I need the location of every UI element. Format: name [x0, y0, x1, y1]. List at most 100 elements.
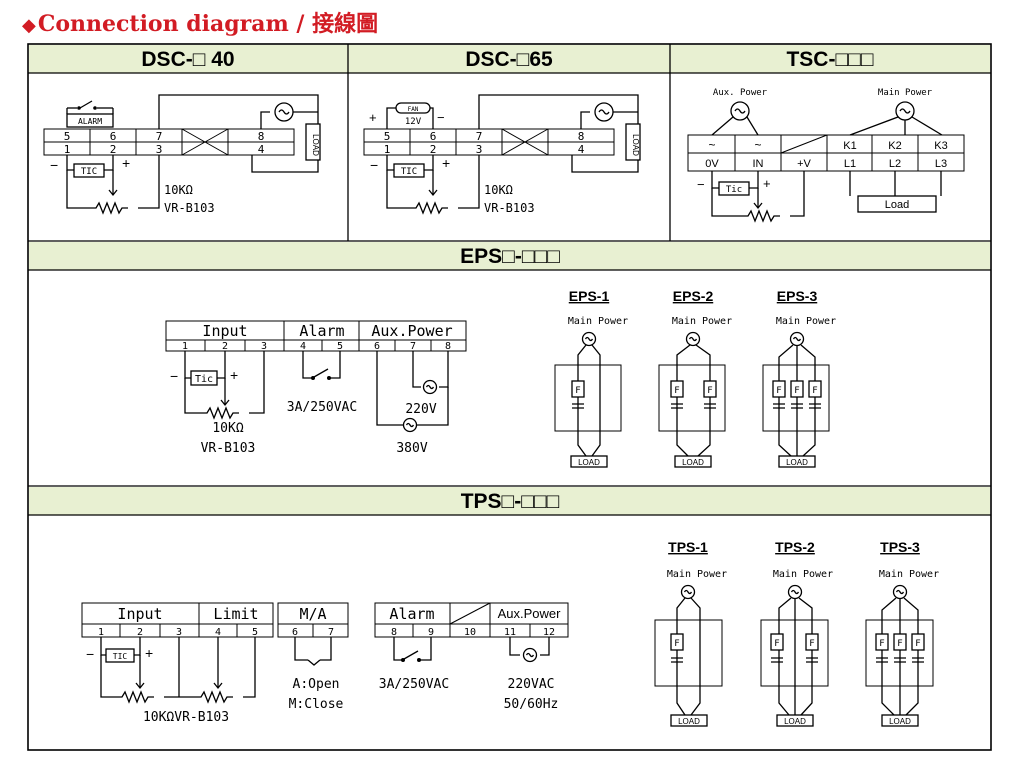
dsc40-term-6: 6 — [110, 130, 117, 143]
dsc40-alarm-label: ALARM — [78, 117, 102, 126]
tps-term-8: 8 — [391, 627, 397, 638]
resistor-icon — [89, 202, 129, 214]
tsc-diagram: Aux. Power Main Power ~ ~ K1 K2 K3 0V IN… — [687, 88, 965, 222]
tps-terminal-diagram: Input Limit 1 2 3 4 5 M/A 6 7 Alarm Aux.… — [81, 602, 569, 725]
dsc65-term-6: 6 — [430, 130, 437, 143]
eps-group-aux: Aux.Power — [371, 322, 452, 340]
tps-1-diagram: TPS-1 Main Power F LOAD — [654, 539, 727, 727]
dsc65-tic: TIC — [401, 167, 417, 177]
dsc40-term-7: 7 — [156, 130, 163, 143]
eps-term-1: 1 — [182, 341, 188, 352]
tsc-r2-l1: L1 — [844, 158, 856, 170]
fuse-label: F — [794, 386, 799, 396]
tps-aux-voltage: 220VAC — [508, 677, 555, 692]
fuse-label: F — [879, 639, 884, 649]
tps-term-4: 4 — [215, 627, 221, 638]
fuse-label: F — [812, 386, 817, 396]
tsc-r1-k1: K1 — [843, 140, 856, 152]
tps-term-1: 1 — [98, 627, 104, 638]
dsc40-vr-model: VR-B103 — [164, 201, 215, 215]
fuse-label: F — [915, 639, 920, 649]
tps-group-aux: Aux.Power — [498, 606, 562, 621]
page-title: ◆Connection diagram / 接線圖 — [22, 6, 378, 38]
dsc65-term-4: 4 — [578, 143, 585, 156]
dsc65-fan-label: FAN — [408, 106, 419, 113]
fuse-label: F — [707, 386, 712, 396]
tps-term-9: 9 — [428, 627, 434, 638]
resistor-icon — [409, 202, 449, 214]
tsc-r1-1: ~ — [708, 138, 715, 152]
tps-group-ma: M/A — [299, 605, 326, 623]
tps-alarm-rating: 3A/250VAC — [379, 677, 449, 692]
dsc40-minus: − — [50, 157, 58, 173]
tps-1-load: LOAD — [678, 717, 700, 726]
fuse-label: F — [774, 639, 779, 649]
tps-group-alarm: Alarm — [389, 605, 434, 623]
tsc-minus: − — [697, 177, 705, 192]
eps-header: EPS□-□□□ — [460, 245, 560, 268]
eps-term-6: 6 — [374, 341, 380, 352]
dsc65-term-5: 5 — [384, 130, 391, 143]
dsc40-plus: + — [122, 155, 130, 171]
dsc40-tic: TIC — [81, 167, 97, 177]
eps-term-7: 7 — [410, 341, 416, 352]
dsc65-load: LOAD — [631, 134, 640, 156]
eps-2-diagram: EPS-2 Main Power F F LOAD — [658, 288, 732, 468]
resistor-icon — [115, 691, 155, 703]
dsc65-term-3: 3 — [476, 143, 483, 156]
dsc65-term-1: 1 — [384, 143, 391, 156]
dsc65-vr-value: 10KΩ — [484, 183, 513, 197]
tsc-load: Load — [885, 199, 909, 211]
tps-3-diagram: TPS-3 Main Power F F F LOAD — [865, 539, 939, 727]
eps-tic: Tic — [195, 374, 213, 385]
tsc-r1-2: ~ — [754, 138, 761, 152]
dsc65-fan-plus: + — [369, 110, 377, 125]
aux-source-icon — [730, 101, 750, 121]
dsc40-diagram: 5 6 7 8 1 2 3 4 ALARM LOAD − + TIC 10KΩ … — [43, 94, 321, 215]
eps-1-load: LOAD — [578, 458, 600, 467]
tsc-main-power: Main Power — [878, 88, 933, 98]
tps-2-power: Main Power — [773, 569, 833, 580]
dsc40-vr-value: 10KΩ — [164, 183, 193, 197]
eps-term-4: 4 — [300, 341, 306, 352]
tsc-r2-l3: L3 — [935, 158, 947, 170]
resistor-icon — [200, 407, 240, 419]
eps-term-8: 8 — [445, 341, 451, 352]
tps-1-power: Main Power — [667, 569, 727, 580]
eps-term-3: 3 — [261, 341, 267, 352]
eps-2-power: Main Power — [672, 316, 732, 327]
tps-term-6: 6 — [292, 627, 298, 638]
dsc65-fan-minus: − — [437, 110, 445, 125]
eps-220v: 220V — [405, 402, 436, 417]
fuse-label: F — [897, 639, 902, 649]
resistor-icon — [741, 210, 781, 222]
header-band-tps — [29, 487, 990, 515]
tps-1-title: TPS-1 — [668, 539, 708, 555]
resistor-icon — [194, 691, 234, 703]
tps-aux-freq: 50/60Hz — [504, 697, 559, 712]
tps-term-10: 10 — [464, 627, 476, 638]
ac-source-icon — [274, 102, 294, 122]
dsc40-term-2: 2 — [110, 143, 117, 156]
tsc-tic: Tic — [726, 185, 742, 195]
dsc65-diagram: 5 6 7 8 1 2 3 4 + − FAN 12V LOAD − + TIC… — [363, 94, 641, 215]
tps-minus: − — [86, 646, 94, 662]
dsc40-term-4: 4 — [258, 143, 265, 156]
tsc-r2-0v: 0V — [705, 158, 719, 170]
dsc65-term-7: 7 — [476, 130, 483, 143]
tps-3-load: LOAD — [889, 717, 911, 726]
eps-1-title: EPS-1 — [569, 288, 610, 304]
ac-source-icon — [422, 379, 438, 395]
dsc40-load: LOAD — [311, 134, 320, 156]
fuse-label: F — [575, 386, 580, 396]
fuse-label: F — [674, 386, 679, 396]
dsc65-vr-model: VR-B103 — [484, 201, 535, 215]
diamond-icon: ◆ — [22, 15, 36, 36]
eps-term-5: 5 — [337, 341, 343, 352]
eps-1-diagram: EPS-1 Main Power F LOAD — [554, 288, 628, 468]
eps-1-power: Main Power — [568, 316, 628, 327]
tps-group-input: Input — [117, 605, 162, 623]
eps-group-alarm: Alarm — [299, 322, 344, 340]
tps-term-7: 7 — [328, 627, 334, 638]
header-band-eps — [29, 242, 990, 270]
